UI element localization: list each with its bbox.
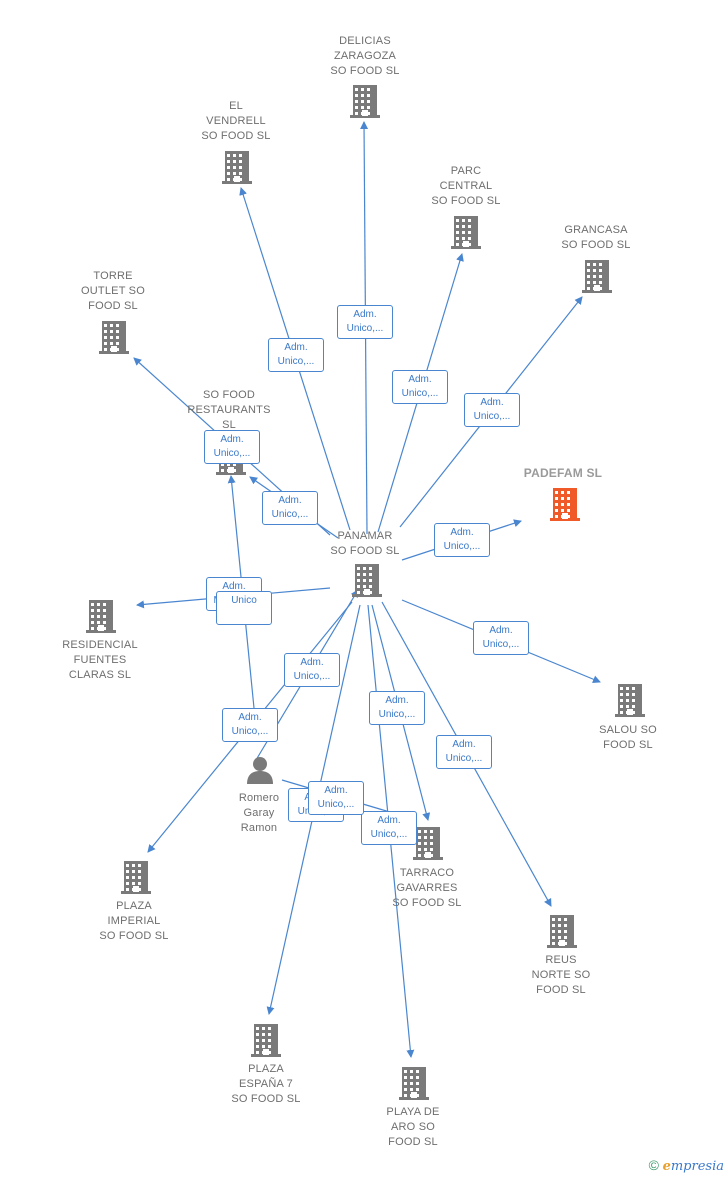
building-icon[interactable] — [86, 599, 116, 638]
brand-initial: e — [662, 1159, 671, 1174]
building-icon[interactable] — [99, 320, 129, 359]
edge-label-panamar-salou[interactable]: Adm. Unico,... — [473, 621, 529, 655]
node-label-tarraco[interactable]: TARRACO GAVARRES SO FOOD SL — [392, 867, 462, 909]
building-icon[interactable] — [251, 1023, 281, 1062]
edge-label-panamar-grancasa[interactable]: Adm. Unico,... — [464, 393, 520, 427]
node-label-vendrell[interactable]: EL VENDRELL SO FOOD SL — [201, 100, 271, 142]
node-label-salou[interactable]: SALOU SO FOOD SL — [599, 724, 657, 751]
edge-label-panamar-delicias[interactable]: Adm. Unico,... — [337, 305, 393, 339]
node-label-restaurants[interactable]: SO FOOD RESTAURANTS SL — [187, 389, 271, 431]
edge-label-romero-restaurants[interactable]: Unico — [216, 591, 272, 625]
edge-label-panamar-restaurants[interactable]: Adm. Unico,... — [204, 430, 260, 464]
edge-label-panamar-reus[interactable]: Adm. Unico,... — [436, 735, 492, 769]
footer-brand[interactable]: © empresia — [649, 1157, 724, 1174]
edge-label-panamar-vendrell[interactable]: Adm. Unico,... — [268, 338, 324, 372]
person-icon[interactable] — [245, 755, 275, 790]
node-label-padefam[interactable]: PADEFAM SL — [523, 466, 603, 480]
building-icon[interactable] — [413, 826, 443, 865]
brand-name: mpresia — [670, 1159, 724, 1174]
node-label-parc[interactable]: PARC CENTRAL SO FOOD SL — [431, 165, 501, 207]
building-icon[interactable] — [451, 215, 481, 254]
node-label-romero[interactable]: Romero Garay Ramon — [238, 792, 280, 834]
building-icon[interactable] — [582, 259, 612, 298]
edge-label-panamar-padefam[interactable]: Adm. Unico,... — [434, 523, 490, 557]
node-label-reus[interactable]: REUS NORTE SO FOOD SL — [531, 954, 591, 996]
building-icon[interactable] — [615, 683, 645, 722]
node-label-playa[interactable]: PLAYA DE ARO SO FOOD SL — [386, 1106, 440, 1148]
node-label-panamar[interactable]: PANAMAR SO FOOD SL — [330, 530, 400, 557]
copyright-symbol: © — [648, 1157, 659, 1173]
building-icon[interactable] — [352, 563, 382, 602]
node-label-torre[interactable]: TORRE OUTLET SO FOOD SL — [81, 270, 145, 312]
node-label-plaza_espana[interactable]: PLAZA ESPAÑA 7 SO FOOD SL — [231, 1063, 301, 1105]
building-icon[interactable] — [547, 914, 577, 953]
node-label-grancasa[interactable]: GRANCASA SO FOOD SL — [561, 224, 631, 251]
building-icon[interactable] — [121, 860, 151, 899]
edge-label-panamar-plaza_imperial[interactable]: Adm. Unico,... — [222, 708, 278, 742]
edge-label-panamar-torre[interactable]: Adm. Unico,... — [262, 491, 318, 525]
building-icon[interactable] — [550, 487, 580, 526]
edge-label-panamar-parc[interactable]: Adm. Unico,... — [392, 370, 448, 404]
edge-label-romero-panamar[interactable]: Adm. Unico,... — [284, 653, 340, 687]
node-label-delicias[interactable]: DELICIAS ZARAGOZA SO FOOD SL — [330, 35, 400, 77]
edge-label-romero-tarraco[interactable]: Adm. Unico,... — [308, 781, 364, 815]
building-icon[interactable] — [222, 150, 252, 189]
building-icon[interactable] — [350, 84, 380, 123]
building-icon[interactable] — [399, 1066, 429, 1105]
node-label-residencial[interactable]: RESIDENCIAL FUENTES CLARAS SL — [62, 639, 138, 681]
node-label-plaza_imperial[interactable]: PLAZA IMPERIAL SO FOOD SL — [99, 900, 169, 942]
edge-label-panamar-tarraco[interactable]: Adm. Unico,... — [361, 811, 417, 845]
edge-label-panamar-playa[interactable]: Adm. Unico,... — [369, 691, 425, 725]
